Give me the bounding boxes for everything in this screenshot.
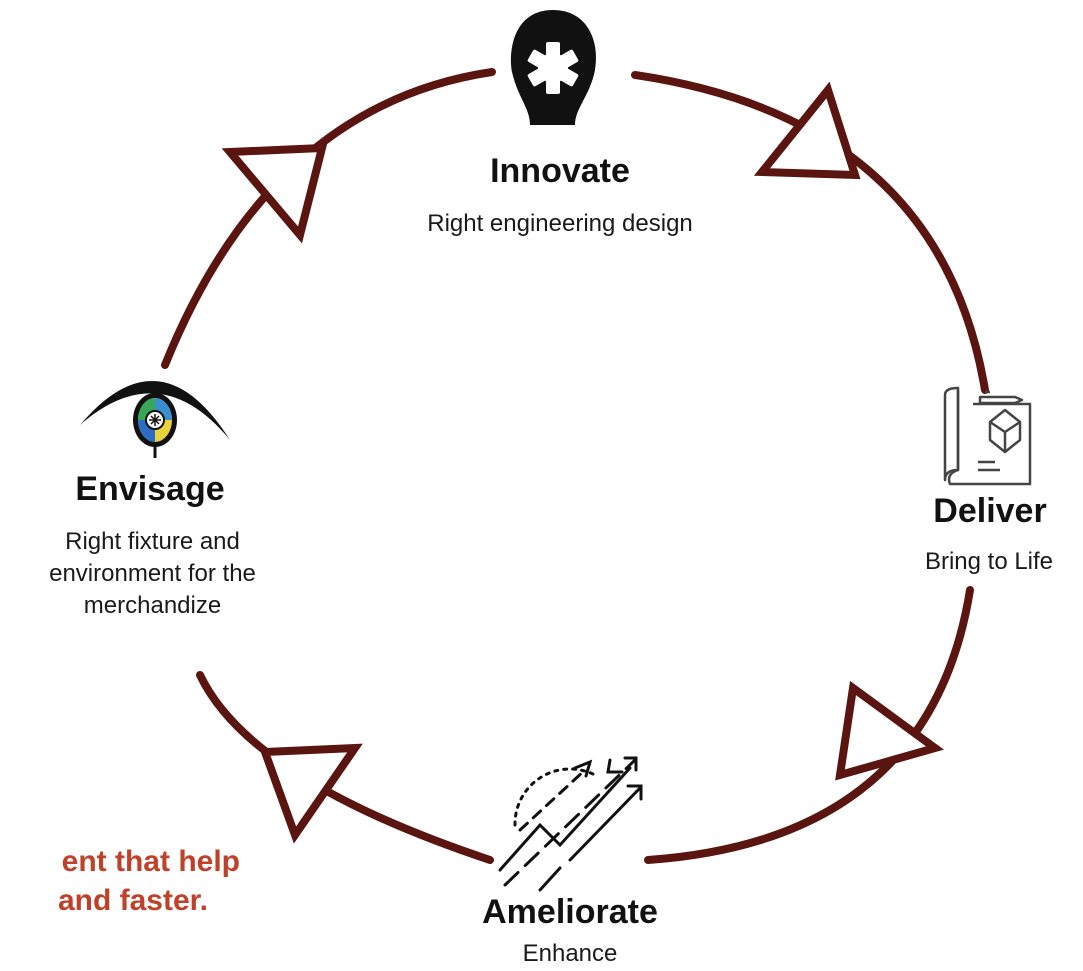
envisage-subtitle-line: merchandize [83, 592, 222, 619]
stage-title-ameliorate: Ameliorate [482, 893, 658, 931]
ring-arc-top-right [631, 71, 989, 394]
envisage-subtitle-line: Right fixture and [65, 528, 240, 555]
cutoff-text-line-1: ent that help [61, 845, 240, 878]
arrowhead-bottom-left [259, 743, 363, 844]
stage-title-innovate: Innovate [490, 152, 630, 190]
ring-arc-right-bottom [644, 586, 974, 864]
cutoff-text-line-2: and faster. [57, 884, 208, 917]
rising-arrows-icon [498, 756, 643, 892]
stage-subtitle-deliver: Bring to Life [924, 548, 1054, 575]
stage-title-envisage: Envisage [75, 470, 225, 508]
stage-subtitle-innovate: Right engineering design [427, 210, 693, 237]
eye-aperture-icon [80, 380, 230, 458]
blueprint-cube-icon [943, 386, 1032, 486]
arrowhead-top-left [221, 143, 328, 244]
arrowhead-bottom-right [835, 680, 944, 781]
stage-subtitle-envisage: Right fixture and environment for the me… [0, 526, 305, 622]
envisage-subtitle-line: environment for the [49, 560, 256, 587]
arrowhead-top-right [753, 81, 861, 180]
stage-subtitle-ameliorate: Enhance [522, 940, 618, 967]
gear-head-icon [511, 10, 597, 125]
stage-title-deliver: Deliver [933, 492, 1047, 530]
